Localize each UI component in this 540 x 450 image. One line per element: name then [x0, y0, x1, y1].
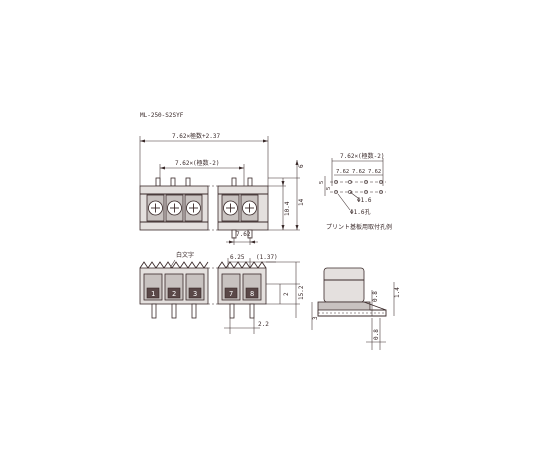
- screw-3: [184, 194, 203, 222]
- overall-width-dim: 7.62×極数+2.37: [172, 132, 221, 140]
- pcb-pitch-c: 7.62: [368, 169, 381, 175]
- pcb-pitch-b: 7.62: [352, 169, 365, 175]
- side-dim-08b: 0.8: [373, 329, 380, 340]
- marking-callout: 白文字: [176, 251, 194, 259]
- height-body-dim: 10.4: [284, 201, 291, 216]
- terminal-number-1: 1: [151, 290, 155, 298]
- dim-625: 6.25: [230, 254, 245, 261]
- pcb-pitch-span-dim: 7.62×(極数-2): [340, 152, 385, 160]
- pcb-hole-a: Φ1.6: [357, 197, 372, 204]
- side-dim-14: 1.4: [394, 287, 401, 298]
- pcb-pitch-a: 7.62: [336, 169, 349, 175]
- pcb-caption: プリント基板用取付孔例: [326, 223, 392, 231]
- dim-137: (1.37): [256, 254, 278, 261]
- front-view: 白文字 6.25 (1.37) 1 2 3 7 8: [139, 251, 305, 334]
- dim-152: 15.2: [298, 285, 305, 300]
- pitch-dim: 7.62: [236, 231, 251, 238]
- dim-2: 2: [283, 292, 290, 296]
- pcb-hole-b: Φ1.6孔: [350, 208, 370, 216]
- screw-2: [165, 194, 184, 222]
- screw-7: [221, 194, 240, 222]
- side-view: 3 0.8 1.4 0.8: [311, 267, 401, 350]
- terminal-number-3: 3: [193, 290, 197, 298]
- terminal-number-7: 7: [229, 290, 233, 298]
- side-dim-08a: 0.8: [372, 291, 379, 302]
- height-top-dim: 6: [298, 164, 305, 168]
- pitch-span-dim: 7.62×(極数-2): [175, 159, 220, 167]
- pcb-left-dim-b: 5: [326, 187, 332, 190]
- screw-8: [240, 194, 259, 222]
- pcb-layout: 7.62×(極数-2) 7.62 7.62 7.62 5 5 Φ1.6 Φ1.6…: [319, 152, 392, 231]
- terminal-number-8: 8: [250, 290, 254, 298]
- height-total-dim: 14: [298, 198, 305, 206]
- side-dim-3: 3: [312, 316, 319, 320]
- dim-22: 2.2: [258, 321, 269, 328]
- model-label: ML-250-S2SYF: [140, 112, 184, 119]
- top-view: 7.62×極数+2.37 7.62×(極数-2): [139, 132, 305, 245]
- terminal-number-2: 2: [172, 290, 176, 298]
- pcb-left-dim-a: 5: [319, 181, 325, 184]
- screw-1: [146, 194, 165, 222]
